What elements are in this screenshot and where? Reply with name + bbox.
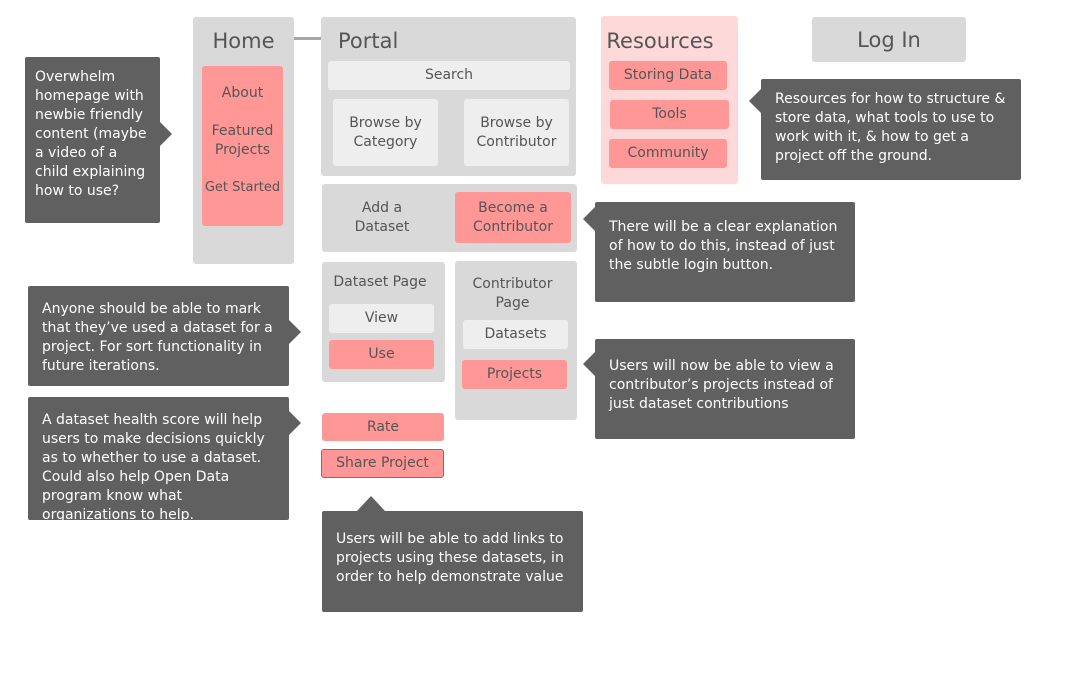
home-item-featured-projects[interactable]: Featured Projects bbox=[211, 123, 274, 158]
note-resources: Resources for how to structure & store d… bbox=[761, 79, 1021, 180]
login-label: Log In bbox=[857, 27, 921, 52]
contributor-projects-button[interactable]: Projects bbox=[462, 360, 567, 389]
portal-title[interactable]: Portal bbox=[338, 29, 399, 53]
add-dataset-button[interactable]: Add a Dataset bbox=[354, 200, 410, 235]
browse-by-category-button[interactable]: Browse by Category bbox=[333, 99, 438, 166]
note-share-pointer bbox=[357, 496, 385, 511]
resources-tools-button[interactable]: Tools bbox=[610, 100, 729, 129]
note-use-pointer bbox=[289, 320, 301, 344]
browse-by-contributor-button[interactable]: Browse by Contributor bbox=[464, 99, 569, 166]
dataset-use-button[interactable]: Use bbox=[329, 340, 434, 369]
note-projects: Users will now be able to view a contrib… bbox=[595, 339, 855, 439]
dataset-page-title[interactable]: Dataset Page bbox=[333, 274, 427, 290]
note-contributor-pointer bbox=[583, 207, 595, 231]
note-rate: A dataset health score will help users t… bbox=[28, 397, 289, 523]
note-home: Overwhelm homepage with newbie friendly … bbox=[25, 57, 160, 223]
share-project-button[interactable]: Share Project bbox=[321, 449, 444, 478]
home-item-get-started[interactable]: Get Started bbox=[204, 180, 281, 195]
home-portal-connector bbox=[294, 37, 321, 40]
rate-button[interactable]: Rate bbox=[322, 413, 444, 441]
search-button[interactable]: Search bbox=[328, 61, 570, 90]
note-resources-pointer bbox=[749, 89, 761, 113]
resources-title[interactable]: Resources bbox=[606, 29, 714, 53]
login-button[interactable]: Log In bbox=[812, 17, 966, 62]
resources-storing-data-button[interactable]: Storing Data bbox=[609, 61, 727, 90]
note-share: Users will be able to add links to proje… bbox=[322, 511, 583, 612]
note-projects-pointer bbox=[583, 352, 595, 376]
home-menu bbox=[202, 66, 283, 226]
home-item-about[interactable]: About bbox=[221, 85, 264, 101]
note-use: Anyone should be able to mark that they’… bbox=[28, 286, 289, 386]
contributor-page-title[interactable]: Contributor Page bbox=[472, 276, 553, 311]
note-home-pointer bbox=[160, 122, 172, 146]
resources-community-button[interactable]: Community bbox=[609, 139, 727, 168]
note-contributor: There will be a clear explanation of how… bbox=[595, 202, 855, 302]
note-rate-pointer bbox=[289, 411, 301, 435]
contributor-datasets-button[interactable]: Datasets bbox=[463, 320, 568, 349]
home-title[interactable]: Home bbox=[212, 29, 275, 53]
become-contributor-button[interactable]: Become a Contributor bbox=[455, 192, 571, 243]
dataset-view-button[interactable]: View bbox=[329, 304, 434, 333]
